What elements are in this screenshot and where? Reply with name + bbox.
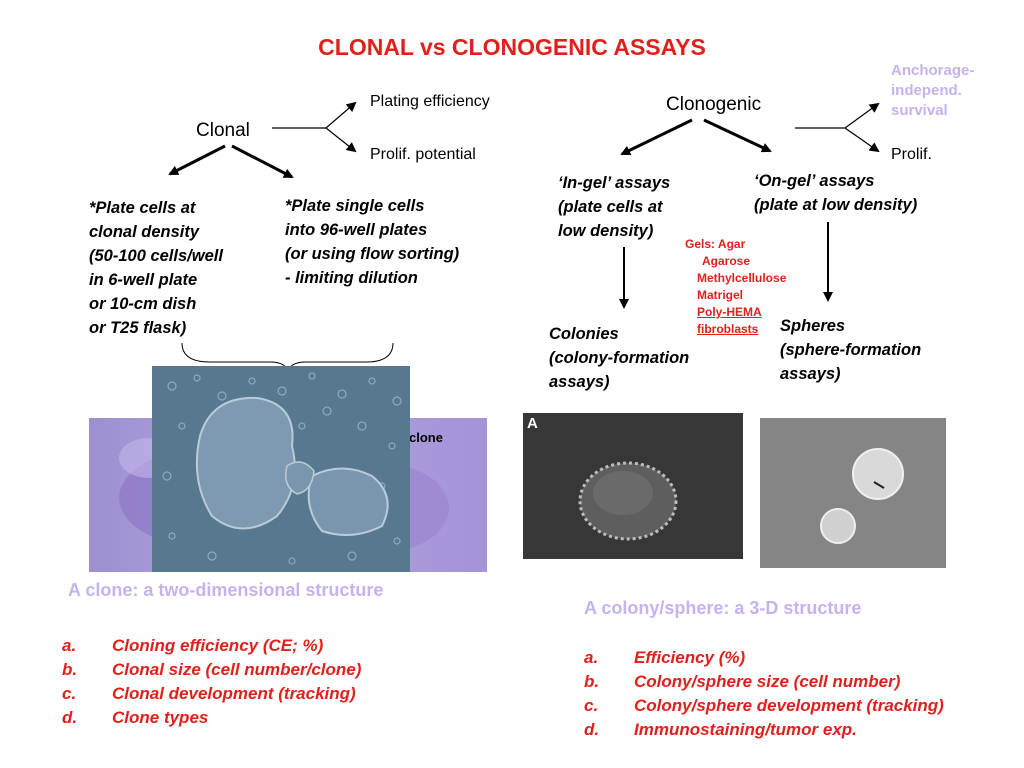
clonogenic-header: Clonogenic [666, 94, 762, 115]
clonal-density-method: *Plate cells at clonal density (50-100 c… [89, 199, 223, 337]
colony-sphere-metrics-list: a.Efficiency (%) b.Colony/sphere size (c… [584, 646, 944, 742]
spheres-label: Spheres (sphere-formation assays) [780, 317, 922, 383]
list-item: a.Efficiency (%) [584, 648, 746, 667]
list-item: d.Clone types [62, 708, 209, 727]
prolif-potential-label: Prolif. potential [370, 146, 476, 163]
page-title: CLONAL vs CLONOGENIC ASSAYS [318, 34, 706, 60]
list-item: b.Clonal size (cell number/clone) [62, 660, 362, 679]
clonal-fork-lines [272, 101, 357, 153]
colonies-label: Colonies (colony-formation assays) [549, 325, 690, 391]
clone-phase-contrast-image [152, 366, 410, 572]
in-gel-assays: ‘In-gel’ assays (plate cells at low dens… [558, 174, 671, 240]
single-cell-method: *Plate single cells into 96-well plates … [285, 197, 460, 287]
colony-image-label: A [527, 415, 538, 432]
clone-image-label: clone [409, 430, 443, 445]
anchorage-independent-label: Anchorage- independ. survival [891, 62, 975, 119]
on-gel-assays: ‘On-gel’ assays (plate at low density) [754, 172, 918, 214]
clonal-header: Clonal [196, 120, 250, 141]
list-item: b.Colony/sphere size (cell number) [584, 672, 901, 691]
clone-caption: A clone: a two-dimensional structure [68, 580, 384, 600]
list-item: c.Clonal development (tracking) [62, 684, 356, 703]
sphere-image [760, 418, 946, 568]
list-item: c.Colony/sphere development (tracking) [584, 696, 944, 715]
gels-list: Gels: Agar Agarose Methylcellulose Matri… [685, 237, 787, 336]
down-arrows [619, 222, 833, 309]
clone-metrics-list: a.Cloning efficiency (CE; %) b.Clonal si… [62, 634, 361, 730]
plating-efficiency-label: Plating efficiency [370, 93, 490, 110]
clonal-branch-arrows [168, 144, 294, 179]
colony-image: A [523, 413, 743, 559]
colony-sphere-caption: A colony/sphere: a 3-D structure [584, 598, 862, 618]
list-item: a.Cloning efficiency (CE; %) [62, 636, 324, 655]
list-item: d.Immunostaining/tumor exp. [584, 720, 857, 739]
clonogenic-fork-lines [795, 102, 880, 153]
clonogenic-branch-arrows [620, 118, 772, 156]
prolif-label: Prolif. [891, 146, 932, 163]
